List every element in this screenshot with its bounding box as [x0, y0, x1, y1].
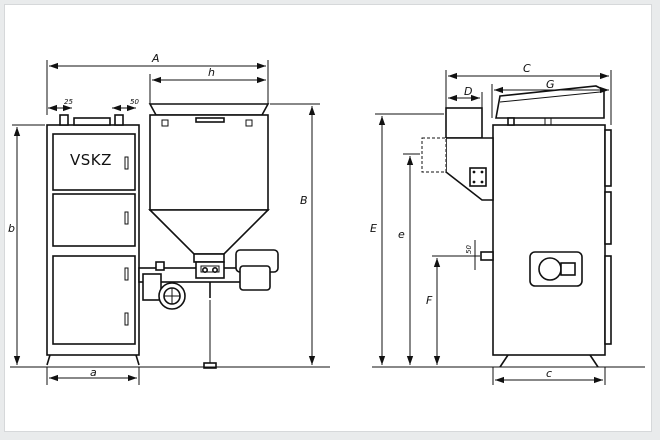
- side-hopper-lid-line: [499, 91, 601, 103]
- door-handle-bottom-1: [124, 267, 129, 281]
- side-panel-top: [604, 129, 612, 187]
- side-legs: [499, 354, 599, 368]
- dim-label-h: h: [208, 66, 215, 79]
- top-connector-right: [114, 114, 124, 126]
- dim-label-25: 25: [64, 98, 73, 106]
- dim-label-a: a: [90, 366, 97, 379]
- side-body: [492, 124, 606, 356]
- front-view: VSKZ: [46, 103, 279, 369]
- hopper-body: [149, 114, 269, 211]
- dim-label-G: G: [546, 78, 555, 91]
- dim-label-B: B: [300, 194, 308, 207]
- flue-outlet: [445, 107, 483, 139]
- burner-port-tab: [560, 262, 576, 276]
- bolt-2: [212, 266, 219, 273]
- dim-label-C: C: [523, 62, 531, 75]
- feeder-connector-inner: [200, 265, 220, 273]
- top-flue-cap: [73, 117, 111, 126]
- burner-housing: [142, 273, 162, 301]
- front-dimensions: A h 25 50 B b a: [8, 52, 330, 385]
- plate-bolt-2: [480, 170, 484, 174]
- burner-port-ring: [538, 257, 562, 281]
- dim-label-A: A: [151, 52, 160, 65]
- plate-bolt-4: [480, 180, 484, 184]
- side-dimensions: C G D E e F 50 c: [370, 62, 645, 385]
- dim-label-D: D: [464, 85, 472, 98]
- middle-door: [52, 193, 136, 247]
- dim-label-50-side: 50: [465, 245, 473, 254]
- dim-label-F: F: [426, 294, 433, 307]
- feeder-connector: [195, 261, 225, 279]
- flue-dashed-outlet: [421, 137, 447, 173]
- door-handle-top: [124, 156, 129, 170]
- hopper-lid: [148, 103, 270, 116]
- bottom-door: [52, 255, 136, 345]
- front-legs: [46, 354, 140, 366]
- dim-label-e: e: [398, 228, 405, 241]
- hopper-neck: [193, 253, 225, 263]
- door-handle-bottom-2: [124, 312, 129, 326]
- dim-label-50-front: 50: [130, 98, 139, 106]
- fan-cross-icon: [164, 288, 180, 304]
- side-connector-2: [544, 117, 552, 126]
- dim-label-c: c: [546, 367, 552, 380]
- hopper-hinge-left: [161, 119, 169, 127]
- plate-bolt-3: [472, 180, 476, 184]
- top-door: [52, 133, 136, 191]
- feeder-flange: [155, 261, 165, 271]
- side-panel-bottom: [604, 255, 612, 345]
- motor-body: [239, 265, 271, 291]
- hopper-hinge-right: [245, 119, 253, 127]
- hopper-handle: [195, 117, 225, 123]
- door-handle-middle: [124, 211, 129, 225]
- dim-label-E: E: [370, 222, 377, 235]
- support-foot: [203, 362, 217, 369]
- return-pipe: [480, 251, 494, 261]
- hopper-cone: [148, 209, 270, 255]
- model-label: VSKZ: [70, 151, 112, 169]
- plate-bolt-1: [472, 170, 476, 174]
- side-panel-middle: [604, 191, 612, 245]
- dim-label-b: b: [8, 222, 15, 235]
- side-view: [421, 85, 612, 368]
- bolt-1: [202, 266, 209, 273]
- top-connector-left: [59, 114, 69, 126]
- clean-out-plate: [469, 167, 487, 187]
- side-connector-1: [507, 117, 515, 126]
